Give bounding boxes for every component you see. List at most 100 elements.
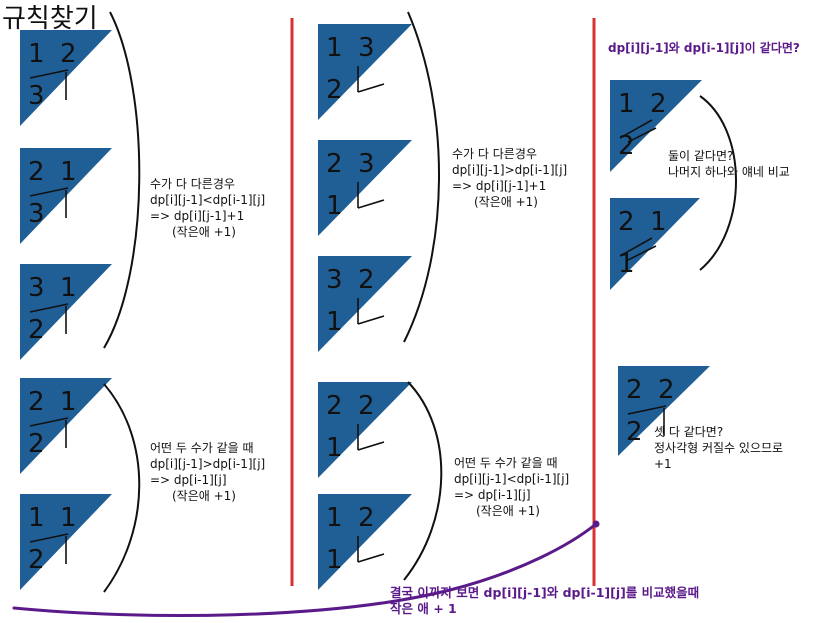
col3-bracket: [699, 95, 737, 271]
col2-tri-0-digit-a: 1: [326, 33, 343, 63]
col2-tri-4-digit-b: 2: [358, 503, 375, 533]
col1-tri-0-digit-a: 1: [28, 39, 45, 69]
col3-note1-line: 나머지 하나와 얘네 비교: [668, 165, 790, 179]
col2-note1-line: (작은애 +1): [474, 195, 538, 209]
col2-tri-4-mark-h: [357, 553, 385, 563]
col3-tri-0-digit-a: 1: [618, 89, 635, 119]
col1-tri-4-digit-a: 1: [28, 503, 45, 533]
col2-note1-line: => dp[i][j-1]+1: [452, 179, 547, 193]
col1-tri-4-digit-c: 2: [28, 545, 45, 575]
col2-bracket-bottom: [403, 381, 443, 581]
col1-tri-0-digit-c: 3: [28, 81, 45, 111]
col2-tri-3-digit-b: 2: [358, 391, 375, 421]
col2-tri-0-mark-h: [357, 83, 385, 93]
conclusion: 결국 이까지 보면 dp[i][j-1]와 dp[i-1][j]를 비교했을때 …: [390, 585, 699, 617]
col1-tri-0-digit-b: 2: [60, 39, 77, 69]
col1-tri-1-mark-h: [29, 187, 69, 197]
col2-tri-1-mark-h: [357, 199, 385, 209]
col1-note1-line: => dp[i][j-1]+1: [150, 209, 245, 223]
col3-heading: dp[i][j-1]와 dp[i-1][j]이 같다면?: [608, 41, 800, 55]
col2-tri-3-mark-h: [357, 441, 385, 451]
col3-tri-1-digit-b: 1: [650, 207, 667, 237]
col1-tri-3-digit-a: 2: [28, 387, 45, 417]
conclusion-arrow-tip: [592, 520, 600, 528]
col1-note1-line: 수가 다 다른경우: [150, 177, 235, 191]
col3-tri-0-triangle: [610, 80, 702, 172]
col2-tri-1-digit-a: 2: [326, 149, 343, 179]
col2-note2-line: dp[i][j-1]<dp[i-1][j]: [454, 472, 570, 486]
col2-note1: 수가 다 다른경우 dp[i][j-1]>dp[i-1][j] => dp[i]…: [452, 146, 567, 210]
col2-tri-2-digit-b: 2: [358, 265, 375, 295]
col3-note2-line: 셋 다 같다면?: [654, 425, 724, 439]
col1-tri-3-mark-h: [29, 417, 69, 427]
col1-note1: 수가 다 다른경우 dp[i][j-1]<dp[i-1][j] => dp[i]…: [150, 176, 265, 240]
col2-tri-4-digit-a: 1: [326, 503, 343, 533]
col1-tri-1-digit-a: 2: [28, 157, 45, 187]
col3-tri-0-digit-c: 2: [618, 131, 635, 161]
col2-tri-3-digit-a: 2: [326, 391, 343, 421]
col3-tri-1-digit-a: 2: [618, 207, 635, 237]
col3-tri-0-mark-2: [627, 127, 657, 143]
col1-note2-line: (작은애 +1): [172, 489, 236, 503]
col3-tri-1-mark-2: [627, 245, 657, 261]
col3-note2: 셋 다 같다면? 정사각형 커질수 있으므로 +1: [654, 424, 783, 472]
col2-tri-0-triangle: [318, 24, 412, 120]
col3-tri-2-mark-h: [627, 405, 667, 415]
col1-note2-line: dp[i][j-1]>dp[i-1][j]: [150, 457, 266, 471]
col2-tri-1-triangle: [318, 140, 412, 236]
col2-tri-2-mark-h: [357, 315, 385, 325]
col3-tri-2-digit-b: 2: [658, 375, 675, 405]
col1-tri-2-digit-a: 3: [28, 273, 45, 303]
col1-bracket-bottom: [103, 383, 141, 593]
col2-tri-0-digit-b: 3: [358, 33, 375, 63]
col2-tri-0-digit-c: 2: [326, 75, 343, 105]
col1-bracket-top: [103, 11, 141, 349]
col1-tri-3-digit-c: 2: [28, 429, 45, 459]
col1-note2-line: => dp[i-1][j]: [150, 473, 227, 487]
col3-tri-2-digit-c: 2: [626, 417, 643, 447]
col2-tri-4-digit-c: 1: [326, 545, 343, 575]
col2-bracket-top: [403, 11, 440, 343]
col2-tri-2-digit-a: 3: [326, 265, 343, 295]
col3-note2-line: 정사각형 커질수 있으므로: [654, 441, 784, 455]
col2-tri-3-triangle: [318, 382, 412, 478]
col1-note1-line: dp[i][j-1]<dp[i-1][j]: [150, 193, 266, 207]
col2-tri-3-digit-c: 1: [326, 433, 343, 463]
col2-note2: 어떤 두 수가 같을 때 dp[i][j-1]<dp[i-1][j] => dp…: [454, 455, 569, 519]
conclusion-line: 결국 이까지 보면 dp[i][j-1]와 dp[i-1][j]를 비교했을때: [390, 585, 700, 600]
col1-tri-3-digit-b: 1: [60, 387, 77, 417]
col3-tri-1-mark-1: [619, 237, 653, 257]
col1-tri-2-digit-c: 2: [28, 315, 45, 345]
col3-tri-1-triangle: [610, 198, 700, 290]
col1-tri-2-mark-h: [29, 303, 69, 313]
col3-note1: 둘이 같다면? 나머지 하나와 얘네 비교: [668, 148, 790, 180]
col2-tri-2-triangle: [318, 256, 412, 352]
col2-note2-line: (작은애 +1): [476, 504, 540, 518]
col3-tri-2-digit-a: 2: [626, 375, 643, 405]
col1-tri-2-digit-b: 1: [60, 273, 77, 303]
col2-tri-4-triangle: [318, 494, 412, 590]
col1-tri-4-digit-b: 1: [60, 503, 77, 533]
col1-note2: 어떤 두 수가 같을 때 dp[i][j-1]>dp[i-1][j] => dp…: [150, 440, 265, 504]
col1-tri-0-mark-h: [29, 69, 69, 79]
col2-tri-1-digit-b: 3: [358, 149, 375, 179]
conclusion-line: 작은 애 + 1: [390, 601, 457, 616]
col1-tri-4-mark-h: [29, 533, 69, 543]
col3-tri-0-mark-1: [619, 119, 653, 139]
col2-tri-1-digit-c: 1: [326, 191, 343, 221]
col1-tri-1-digit-c: 3: [28, 199, 45, 229]
col3-note2-line: +1: [654, 457, 672, 471]
col1-note1-line: (작은애 +1): [172, 225, 236, 239]
col3-note1-line: 둘이 같다면?: [668, 149, 734, 163]
col1-note2-line: 어떤 두 수가 같을 때: [150, 441, 254, 455]
col3-tri-0-digit-b: 2: [650, 89, 667, 119]
col1-tri-1-digit-b: 1: [60, 157, 77, 187]
col2-note2-line: => dp[i-1][j]: [454, 488, 531, 502]
col2-note2-line: 어떤 두 수가 같을 때: [454, 456, 558, 470]
col2-tri-2-digit-c: 1: [326, 307, 343, 337]
col2-note1-line: dp[i][j-1]>dp[i-1][j]: [452, 163, 568, 177]
col3-tri-1-digit-c: 1: [618, 249, 635, 279]
col2-note1-line: 수가 다 다른경우: [452, 147, 537, 161]
conclusion-arrow-curve: [12, 522, 598, 617]
